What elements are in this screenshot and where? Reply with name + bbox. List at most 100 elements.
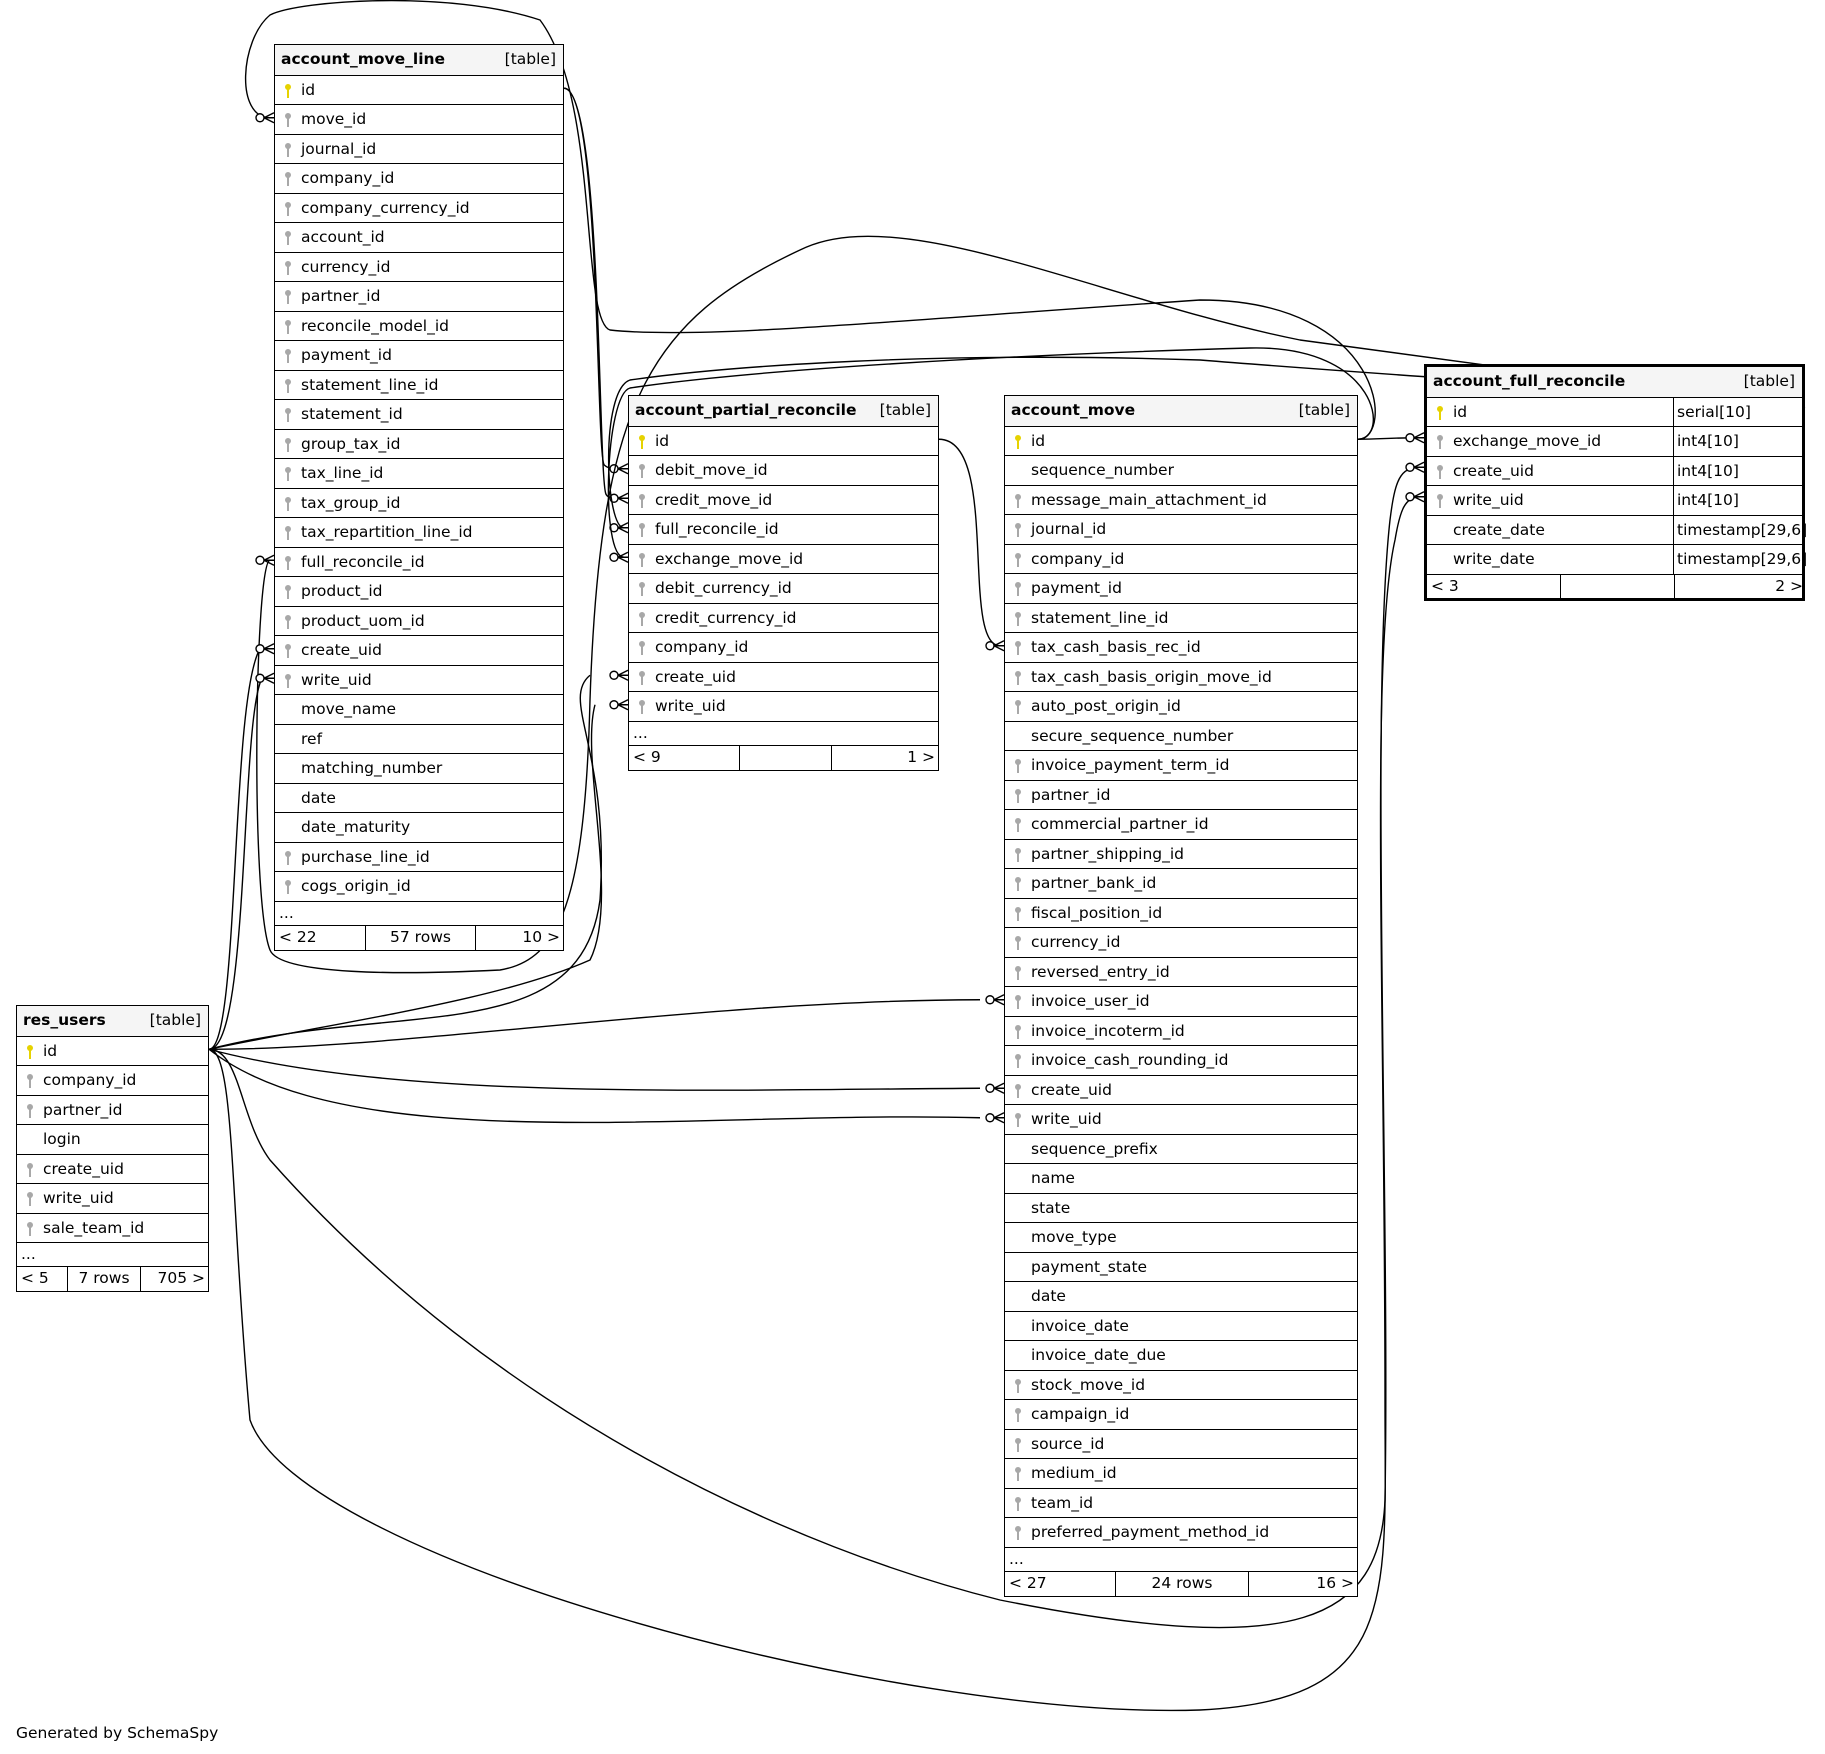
- column-row-name[interactable]: name: [1005, 1163, 1357, 1193]
- column-row-payment-id[interactable]: payment_id: [1005, 573, 1357, 603]
- column-row-commercial-partner-id[interactable]: commercial_partner_id: [1005, 809, 1357, 839]
- column-row-company-id[interactable]: company_id: [1005, 543, 1357, 574]
- column-row-create-uid[interactable]: create_uid: [629, 661, 938, 692]
- column-row-company-id[interactable]: company_id: [275, 163, 563, 193]
- column-row-date[interactable]: date: [1005, 1281, 1357, 1311]
- column-row-currency-id[interactable]: currency_id: [275, 251, 563, 282]
- column-row-sequence-number[interactable]: sequence_number: [1005, 455, 1357, 485]
- column-row-create-uid[interactable]: create_uid: [275, 635, 563, 665]
- column-row-invoice-date-due[interactable]: invoice_date_due: [1005, 1340, 1357, 1370]
- column-row-reconcile-model-id[interactable]: reconcile_model_id: [275, 310, 563, 341]
- column-row-reversed-entry-id[interactable]: reversed_entry_id: [1005, 956, 1357, 987]
- column-row-invoice-date[interactable]: invoice_date: [1005, 1310, 1357, 1341]
- column-row-partner-id[interactable]: partner_id: [17, 1094, 208, 1125]
- table-header[interactable]: account_full_reconcile[table]: [1427, 367, 1802, 397]
- column-row-write-uid[interactable]: write_uid: [1005, 1104, 1357, 1134]
- column-row-create-uid[interactable]: create_uid: [17, 1153, 208, 1184]
- column-row-move-name[interactable]: move_name: [275, 694, 563, 724]
- column-row-partner-id[interactable]: partner_id: [1005, 779, 1357, 810]
- column-row-matching-number[interactable]: matching_number: [275, 753, 563, 783]
- column-row-debit-move-id[interactable]: debit_move_id: [629, 455, 938, 485]
- table-header[interactable]: account_partial_reconcile[table]: [629, 396, 938, 426]
- column-row-product-uom-id[interactable]: product_uom_id: [275, 605, 563, 636]
- column-row-source-id[interactable]: source_id: [1005, 1428, 1357, 1459]
- column-row-sequence-prefix[interactable]: sequence_prefix: [1005, 1133, 1357, 1164]
- column-row-sale-team-id[interactable]: sale_team_id: [17, 1212, 208, 1243]
- column-row-tax-cash-basis-origin-move-id[interactable]: tax_cash_basis_origin_move_id: [1005, 661, 1357, 692]
- table-header[interactable]: account_move_line[table]: [275, 45, 563, 75]
- column-row-partner-id[interactable]: partner_id: [275, 281, 563, 311]
- table-header[interactable]: account_move[table]: [1005, 396, 1357, 426]
- column-row-tax-line-id[interactable]: tax_line_id: [275, 458, 563, 488]
- column-row-stock-move-id[interactable]: stock_move_id: [1005, 1369, 1357, 1400]
- column-row-team-id[interactable]: team_id: [1005, 1487, 1357, 1518]
- column-row-statement-line-id[interactable]: statement_line_id: [275, 369, 563, 400]
- column-row-statement-line-id[interactable]: statement_line_id: [1005, 602, 1357, 633]
- column-row-id[interactable]: id: [17, 1035, 208, 1066]
- column-row-invoice-incoterm-id[interactable]: invoice_incoterm_id: [1005, 1015, 1357, 1046]
- column-row-write-uid[interactable]: write_uid: [629, 691, 938, 721]
- column-row-partner-shipping-id[interactable]: partner_shipping_id: [1005, 838, 1357, 869]
- column-row-id[interactable]: id: [1005, 425, 1357, 456]
- column-row-credit-currency-id[interactable]: credit_currency_id: [629, 602, 938, 633]
- column-row-invoice-user-id[interactable]: invoice_user_id: [1005, 986, 1357, 1016]
- column-row-medium-id[interactable]: medium_id: [1005, 1458, 1357, 1488]
- column-row-partner-bank-id[interactable]: partner_bank_id: [1005, 868, 1357, 898]
- column-row-exchange-move-id[interactable]: exchange_move_id: [629, 543, 938, 574]
- column-row-tax-cash-basis-rec-id[interactable]: tax_cash_basis_rec_id: [1005, 632, 1357, 662]
- column-row-company-currency-id[interactable]: company_currency_id: [275, 192, 563, 223]
- column-row-debit-currency-id[interactable]: debit_currency_id: [629, 573, 938, 603]
- column-row-move-id[interactable]: move_id: [275, 104, 563, 134]
- column-row-cogs-origin-id[interactable]: cogs_origin_id: [275, 871, 563, 901]
- column-row-fiscal-position-id[interactable]: fiscal_position_id: [1005, 897, 1357, 928]
- column-row-date[interactable]: date: [275, 782, 563, 813]
- column-row-write-uid[interactable]: write_uid: [275, 664, 563, 695]
- column-row-payment-state[interactable]: payment_state: [1005, 1251, 1357, 1282]
- more-columns-row[interactable]: ...: [629, 720, 938, 745]
- column-row-id[interactable]: id: [275, 74, 563, 105]
- column-row-product-id[interactable]: product_id: [275, 576, 563, 606]
- column-row-create-uid[interactable]: create_uid: [1005, 1074, 1357, 1105]
- column-row-journal-id[interactable]: journal_id: [275, 133, 563, 164]
- column-row-invoice-cash-rounding-id[interactable]: invoice_cash_rounding_id: [1005, 1045, 1357, 1075]
- table-header[interactable]: res_users[table]: [17, 1006, 208, 1036]
- more-columns-row[interactable]: ...: [275, 900, 563, 925]
- column-row-company-id[interactable]: company_id: [17, 1065, 208, 1095]
- column-row-campaign-id[interactable]: campaign_id: [1005, 1399, 1357, 1429]
- column-row-invoice-payment-term-id[interactable]: invoice_payment_term_id: [1005, 750, 1357, 780]
- column-row-statement-id[interactable]: statement_id: [275, 399, 563, 429]
- column-row-group-tax-id[interactable]: group_tax_id: [275, 428, 563, 459]
- column-row-payment-id[interactable]: payment_id: [275, 340, 563, 370]
- column-row-write-uid[interactable]: write_uid: [17, 1183, 208, 1213]
- column-row-tax-repartition-line-id[interactable]: tax_repartition_line_id: [275, 517, 563, 547]
- column-row-id[interactable]: id: [629, 425, 938, 456]
- column-row-date-maturity[interactable]: date_maturity: [275, 812, 563, 842]
- column-row-preferred-payment-method-id[interactable]: preferred_payment_method_id: [1005, 1517, 1357, 1547]
- column-row-login[interactable]: login: [17, 1124, 208, 1154]
- column-row-auto-post-origin-id[interactable]: auto_post_origin_id: [1005, 691, 1357, 721]
- column-row-secure-sequence-number[interactable]: secure_sequence_number: [1005, 720, 1357, 751]
- column-row-currency-id[interactable]: currency_id: [1005, 927, 1357, 957]
- column-row-purchase-line-id[interactable]: purchase_line_id: [275, 841, 563, 872]
- column-row-tax-group-id[interactable]: tax_group_id: [275, 487, 563, 518]
- column-row-full-reconcile-id[interactable]: full_reconcile_id: [629, 514, 938, 544]
- column-row-company-id[interactable]: company_id: [629, 632, 938, 662]
- more-columns-row[interactable]: ...: [1005, 1546, 1357, 1571]
- column-row-full-reconcile-id[interactable]: full_reconcile_id: [275, 546, 563, 577]
- column-row-message-main-attachment-id[interactable]: message_main_attachment_id: [1005, 484, 1357, 515]
- more-columns-row[interactable]: ...: [17, 1242, 208, 1266]
- column-row-move-type[interactable]: move_type: [1005, 1222, 1357, 1252]
- column-row-account-id[interactable]: account_id: [275, 222, 563, 252]
- column-row-credit-move-id[interactable]: credit_move_id: [629, 484, 938, 515]
- column-row-state[interactable]: state: [1005, 1192, 1357, 1223]
